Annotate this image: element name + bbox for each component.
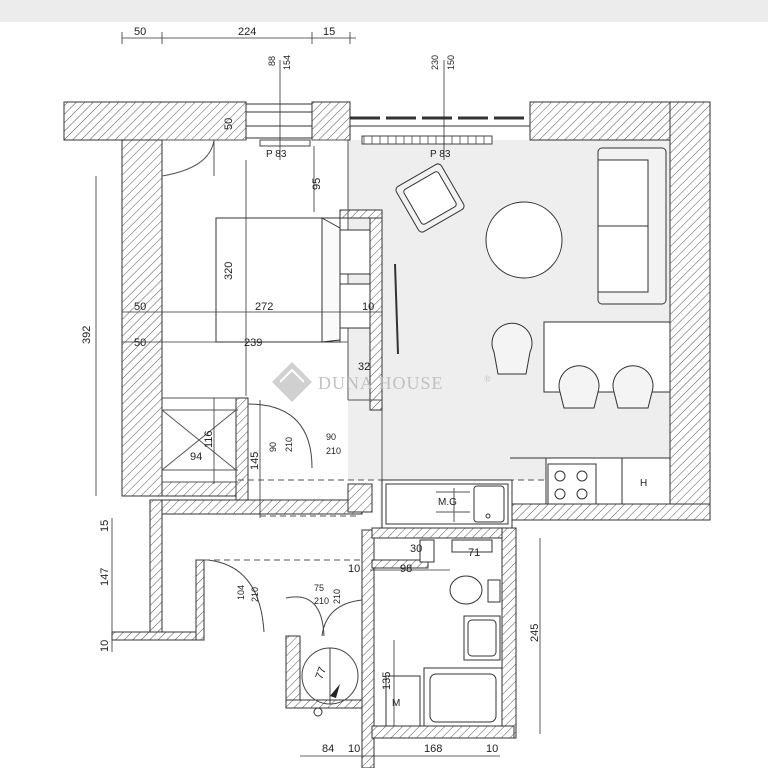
dim-bot-168: 168: [424, 743, 442, 755]
radiator-label-left: P 83: [266, 149, 287, 160]
doors: [207, 403, 363, 705]
dim-win-150: 150: [446, 55, 456, 70]
dim-top-15: 15: [323, 26, 335, 38]
shaft-cross: [161, 409, 237, 471]
bathroom-fixtures: [385, 539, 503, 727]
dim-bed-272: 272: [255, 301, 273, 313]
walls: [63, 101, 711, 768]
kitchen-units: [381, 457, 671, 529]
dim-door-210d: 210: [314, 596, 329, 606]
watermark-text: DUNA HOUSE: [318, 373, 444, 393]
round-table: [485, 201, 563, 279]
dim-bath-77: 77: [314, 665, 329, 681]
dim-door-210a: 210: [284, 437, 294, 452]
dim-bath-135: 135: [381, 672, 393, 690]
windows: [245, 103, 530, 139]
watermark-logo-icon: [272, 362, 312, 402]
entry-arrow-icon: [330, 684, 340, 698]
dim-hall-145: 145: [249, 452, 261, 470]
dim-right-245: 245: [529, 624, 541, 642]
entry-marker-icon: [313, 707, 323, 717]
dim-left-10: 10: [99, 640, 111, 652]
dishwasher-label: M.G: [438, 497, 457, 508]
dim-door-210e: 210: [332, 589, 342, 604]
stools: [491, 322, 654, 409]
dim-hall-116: 116: [203, 430, 215, 448]
bedroom-door-arc: [161, 139, 215, 177]
dim-door-90a: 90: [268, 442, 278, 452]
dim-top-wall-50: 50: [223, 118, 235, 130]
dim-bot-84: 84: [322, 743, 334, 755]
dim-left-15: 15: [99, 520, 111, 532]
dim-hall-94: 94: [190, 451, 202, 463]
dim-bath-30: 30: [410, 543, 422, 555]
dim-mid-32: 32: [358, 361, 370, 373]
dim-win-154: 154: [282, 55, 292, 70]
top-shade: [0, 0, 768, 22]
dim-win-230: 230: [430, 55, 440, 70]
dim-bath-71: 71: [468, 547, 480, 559]
washing-machine-label: M: [392, 698, 400, 709]
dim-door-210b: 210: [326, 446, 341, 456]
dim-top-50: 50: [134, 26, 146, 38]
sofa: [597, 147, 667, 305]
radiator-label-right: P 83: [430, 149, 451, 160]
dim-bed-10: 10: [362, 301, 374, 313]
sliding-mirror: [394, 263, 399, 355]
dim-bath-98: 98: [400, 563, 412, 575]
bed: [215, 217, 371, 343]
watermark-registered: ®: [484, 374, 492, 384]
dim-bot-10a: 10: [348, 743, 360, 755]
watermark: DUNA HOUSE ®: [272, 362, 492, 402]
sink-lines: [436, 488, 470, 522]
dim-bed-95: 95: [311, 178, 323, 190]
dim-left-147: 147: [99, 568, 111, 586]
dim-bed2-239: 239: [244, 337, 262, 349]
dim-bed-50: 50: [134, 301, 146, 313]
dim-win-88: 88: [267, 56, 277, 66]
dim-door-104: 104: [236, 585, 246, 600]
dim-bed-320: 320: [223, 262, 235, 280]
dim-bot-10b: 10: [486, 743, 498, 755]
dim-left-392: 392: [81, 326, 93, 344]
dim-door-90b: 90: [326, 432, 336, 442]
dim-top-224: 224: [238, 26, 256, 38]
dim-bed2-50: 50: [134, 337, 146, 349]
dimension-lines: [95, 32, 541, 757]
fridge-label: H: [640, 478, 647, 489]
dim-door-75: 75: [314, 583, 324, 593]
armchair: [395, 163, 465, 233]
dim-bath-10: 10: [348, 563, 360, 575]
dim-door-210c: 210: [250, 587, 260, 602]
